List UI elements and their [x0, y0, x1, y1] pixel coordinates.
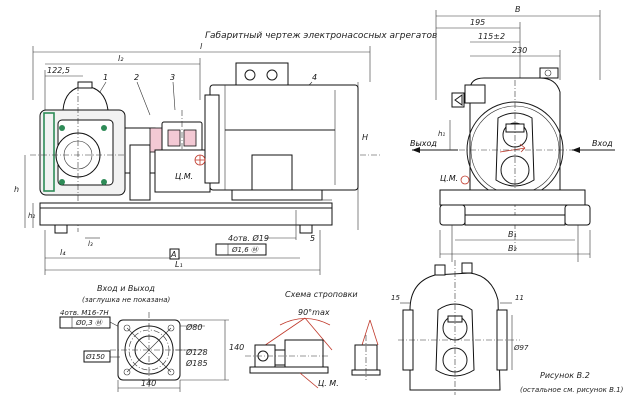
dim-L1: L₁ — [175, 260, 183, 269]
sling-cm-label: Ц. М. — [318, 379, 339, 388]
fig-b2-d15: 15 — [391, 294, 400, 302]
side-dim-B: B — [515, 5, 521, 14]
front-cm-label: Ц.М. — [175, 172, 193, 181]
dim-l3: l₃ — [88, 240, 93, 248]
dim-122-5: 122,5 — [47, 66, 70, 75]
fig-b2-caption-1: Рисунок В.2 — [540, 371, 590, 380]
flange-d128: Ø128 — [185, 347, 208, 357]
flange-tolerance: Ø0,3 Ⓜ — [75, 319, 103, 327]
fig-b2-d11: 11 — [515, 294, 524, 302]
outlet-label: Выход — [410, 139, 437, 148]
side-view: B 195 115±2 230 Выход Вход — [410, 5, 615, 262]
callout-2: 2 — [134, 73, 139, 82]
callout-5: 5 — [310, 234, 315, 243]
flange-view: Вход и Выход (заглушка не показана) 4отв… — [59, 284, 244, 392]
flange-d80: Ø80 — [185, 322, 202, 332]
flange-140-vertical: 140 — [229, 343, 244, 352]
dim-h: h — [14, 185, 19, 194]
dim-l2: l₂ — [118, 54, 124, 63]
flange-title-2: (заглушка не показана) — [82, 296, 171, 304]
sling-title: Схема строповки — [285, 290, 358, 299]
side-dim-B1: B₁ — [508, 230, 517, 239]
callout-1: 1 — [103, 73, 108, 82]
sling-angle: 90°max — [298, 308, 330, 317]
side-cm-label: Ц.М. — [440, 174, 458, 183]
front-holes-label: 4отв. Ø19 — [228, 233, 269, 243]
side-dim-B2: B₂ — [508, 244, 517, 253]
dim-H: H — [362, 133, 368, 142]
side-dim-115: 115±2 — [478, 32, 505, 41]
flange-140-horizontal: 140 — [141, 379, 156, 388]
side-dim-h1: h₁ — [438, 130, 445, 138]
dim-l4: l₄ — [60, 248, 66, 257]
sling-scheme: Схема строповки 90°max Ц. М. — [245, 290, 381, 389]
motor-terminal-box — [235, 62, 289, 86]
flange-d185: Ø185 — [185, 358, 208, 368]
figure-b2: 15 11 Ø97 Рисунок В.2 (остальное см. рис… — [391, 260, 624, 395]
base-frame — [39, 202, 333, 226]
front-view: l l₂ 122,5 1 2 3 4 H — [14, 42, 380, 275]
side-dim-195: 195 — [470, 18, 485, 27]
drawing-title: Габаритный чертеж электронасосных агрега… — [205, 31, 437, 41]
front-tolerance-label: Ø1,6 Ⓜ — [231, 246, 259, 254]
fig-b2-caption-2: (остальное см. рисунок В.1) — [520, 386, 624, 394]
dim-l: l — [200, 42, 203, 51]
fig-b2-d97: Ø97 — [513, 344, 529, 352]
dim-A: A — [170, 250, 176, 259]
flange-holes-label: 4отв. М16-7Н — [60, 309, 109, 317]
callout-4: 4 — [312, 73, 317, 82]
inlet-label: Вход — [592, 139, 613, 148]
side-dim-230: 230 — [512, 46, 527, 55]
callout-3: 3 — [170, 73, 175, 82]
flange-d150: Ø150 — [85, 353, 105, 361]
dim-h2: h₂ — [28, 212, 35, 220]
flange-title-1: Вход и Выход — [97, 284, 155, 293]
